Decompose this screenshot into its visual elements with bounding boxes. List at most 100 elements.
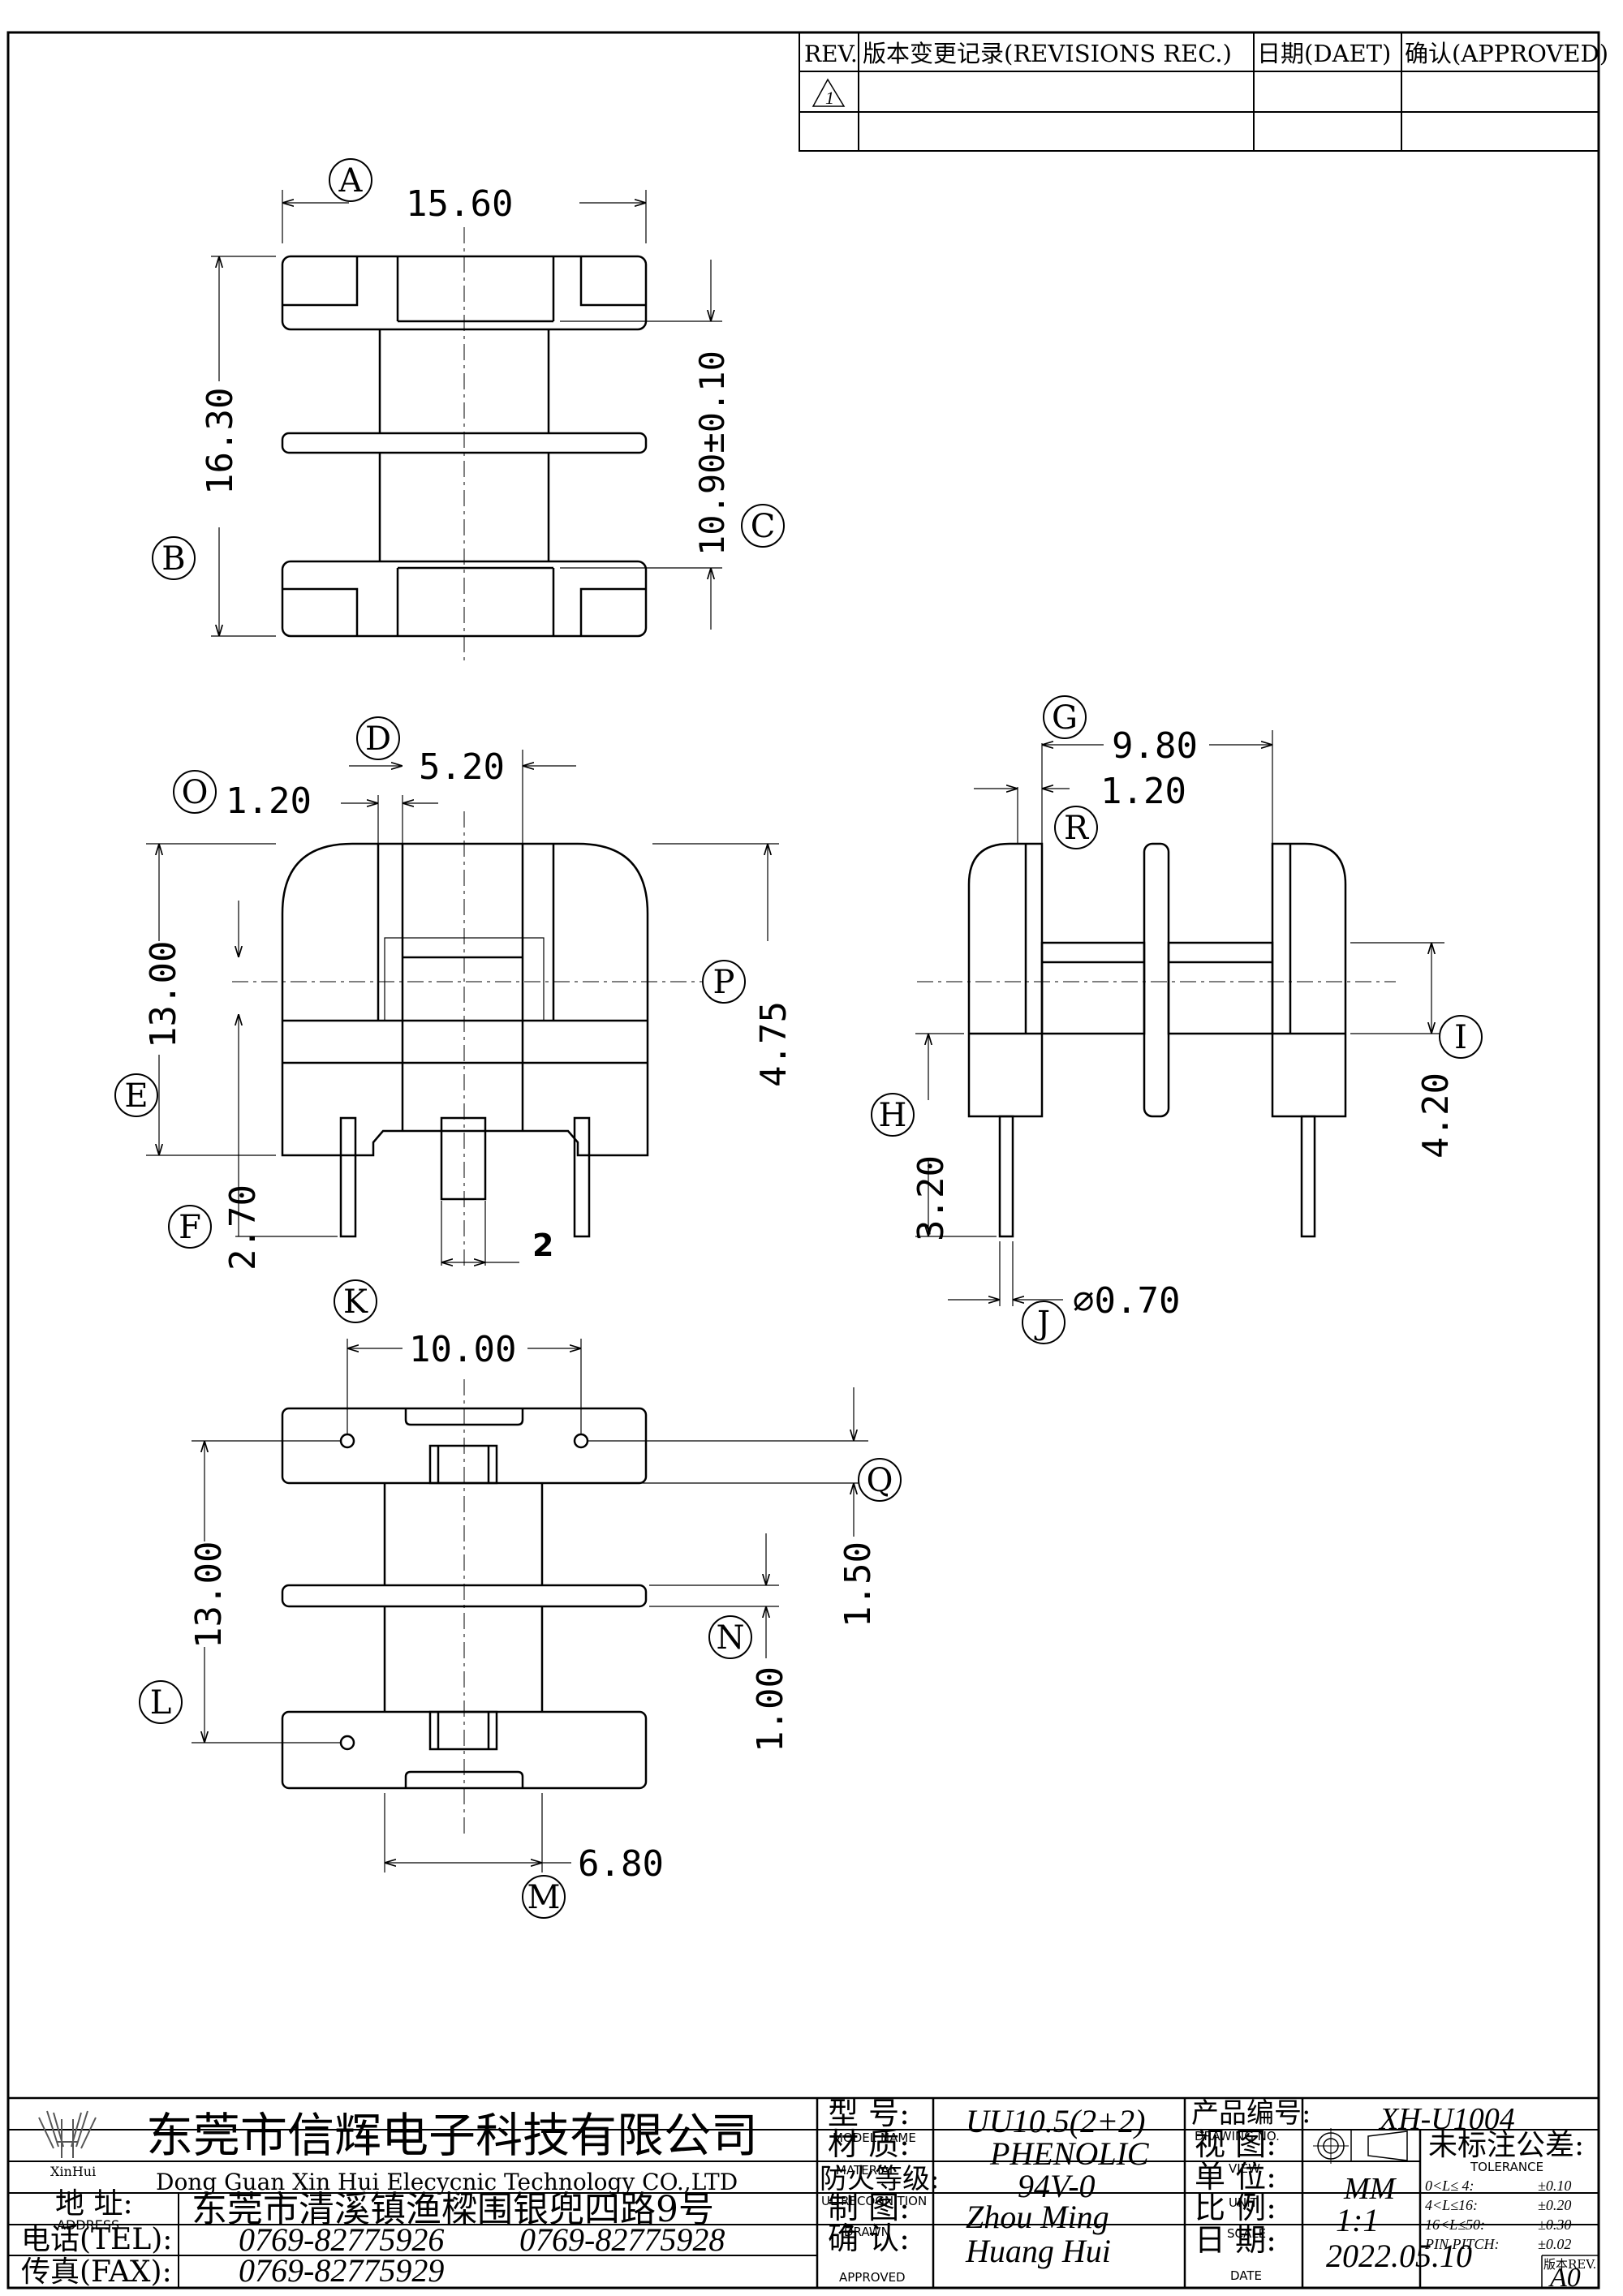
callout-letter: L (150, 1684, 172, 1722)
material-label: 材 质: (828, 2126, 910, 2162)
callout-g: G (1043, 695, 1087, 739)
dim-window: 10.90±0.10 (692, 350, 732, 556)
company-logo (38, 2110, 97, 2158)
fax: 0769-82775929 (239, 2252, 444, 2289)
tolerance-value-0: ±0.10 (1538, 2178, 1571, 2194)
drawn-value: Zhou Ming (966, 2199, 1109, 2235)
revision-record-header: 版本变更记录(REVISIONS REC.) (863, 40, 1232, 67)
bottom-view (281, 1379, 648, 1834)
callout-e: E (114, 1073, 158, 1117)
dim-pin-dia: ⌀0.70 (1073, 1280, 1180, 1322)
address: 东莞市清溪镇渔樑围银兜四路9号 (192, 2189, 714, 2230)
callout-letter: G (1052, 699, 1078, 737)
approved-label-en: APPROVED (839, 2270, 906, 2285)
tolerance-range-1: 4<L≤16: (1425, 2197, 1478, 2213)
callout-letter: P (713, 964, 735, 1001)
callout-letter: D (365, 720, 391, 758)
dim-width: 15.60 (406, 183, 513, 225)
ul-label: 防火等级: (820, 2163, 939, 2195)
callout-letter: B (161, 540, 185, 578)
callout-letter: A (338, 162, 364, 200)
drawing-no-value: XH-U1004 (1378, 2102, 1515, 2136)
title-block (6, 2096, 1599, 2288)
rev-header: REV. (804, 41, 858, 67)
view-label-en: VIEW (1229, 2161, 1260, 2176)
callout-p: P (702, 960, 746, 1004)
bottom-view-dimensions (192, 1339, 868, 1872)
rev-value: A0 (1548, 2263, 1581, 2293)
callout-d: D (356, 716, 400, 760)
approved-value: Huang Hui (965, 2233, 1111, 2269)
ul-label-en: UL RECOGNITION (821, 2194, 927, 2208)
approved-label: 确 认: (828, 2221, 910, 2256)
tolerance-range-0: 0<L≤ 4: (1425, 2178, 1474, 2194)
side-view (917, 842, 1396, 1238)
callout-b: B (152, 536, 196, 580)
address-label: 地 址: (55, 2187, 133, 2221)
scale-label: 比 例: (1195, 2190, 1276, 2225)
callout-c: C (741, 504, 785, 548)
date-label: 日 期: (1195, 2222, 1276, 2258)
approved-header: 确认(APPROVED) (1405, 40, 1608, 67)
callout-letter: C (751, 508, 776, 545)
dim-depth: 9.80 (1112, 725, 1198, 767)
callout-h: H (871, 1093, 915, 1137)
callout-letter: R (1064, 810, 1090, 847)
callout-letter: F (179, 1209, 201, 1246)
top-view-dimensions (211, 190, 722, 637)
callout-n: N (708, 1615, 752, 1659)
callout-letter: M (527, 1879, 561, 1916)
callout-letter: O (182, 774, 209, 811)
tel-2: 0769-82775928 (519, 2221, 725, 2258)
top-view (281, 227, 648, 665)
callout-letter: H (879, 1097, 907, 1134)
dim-bottom-height: 13.00 (188, 1541, 230, 1649)
revision-number: 1 (825, 88, 834, 108)
dim-center: 5.20 (419, 746, 505, 788)
revision-table (799, 32, 1599, 152)
drawing-no-label-en: DRAWING NO. (1195, 2129, 1280, 2143)
dim-side-flange: 1.20 (1100, 771, 1186, 812)
view-label: 视 图: (1195, 2126, 1276, 2162)
drawn-label: 制 图: (828, 2190, 910, 2225)
callout-letter: E (124, 1077, 148, 1115)
scale-label-en: SCALE (1227, 2226, 1266, 2241)
model-label-en: MODEL NAME (833, 2130, 916, 2145)
unit-value: MM (1343, 2172, 1397, 2206)
logo-text: XinHui (50, 2164, 96, 2179)
callout-a: A (329, 158, 372, 202)
material-value: PHENOLIC (989, 2135, 1150, 2172)
date-label-en: DATE (1230, 2268, 1262, 2283)
dim-i: 4.20 (1415, 1073, 1457, 1159)
front-view (232, 811, 714, 1266)
tolerance-range-3: PIN PITCH: (1424, 2236, 1500, 2252)
callout-f: F (168, 1205, 212, 1249)
callout-letter: I (1454, 1019, 1467, 1056)
callout-letter: K (343, 1283, 368, 1321)
address-label-en: ADDRESS (57, 2217, 119, 2233)
model-value: UU10.5(2+2) (966, 2103, 1145, 2139)
callout-k: K (334, 1279, 377, 1323)
model-label: 型 号: (828, 2096, 910, 2131)
drawing-no-label: 产品编号: (1191, 2097, 1311, 2130)
tolerance-value-1: ±0.20 (1538, 2197, 1571, 2213)
company-name-cn: 东莞市信辉电子科技有限公司 (146, 2108, 758, 2163)
callout-letter: J (1034, 1305, 1050, 1342)
material-label-en: MATERIAL (836, 2163, 897, 2178)
tolerance-value-2: ±0.30 (1538, 2216, 1571, 2233)
dim-p-height: 4.75 (753, 1001, 794, 1087)
unit-label: 单 位: (1195, 2159, 1276, 2195)
tel-1: 0769-82775926 (239, 2221, 444, 2258)
callout-j: J (1022, 1301, 1065, 1344)
sheet-border (6, 31, 1600, 2290)
tolerance-range-2: 16<L≤50: (1425, 2216, 1485, 2233)
date-header: 日期(DAET) (1257, 40, 1391, 67)
projection-symbol-icon (1313, 2128, 1408, 2164)
dim-q: 1.50 (837, 1541, 879, 1627)
callout-letter: N (717, 1619, 745, 1657)
callout-l: L (139, 1680, 183, 1724)
dim-height: 16.30 (200, 388, 241, 495)
tolerance-label-en: TOLERANCE (1470, 2160, 1543, 2174)
